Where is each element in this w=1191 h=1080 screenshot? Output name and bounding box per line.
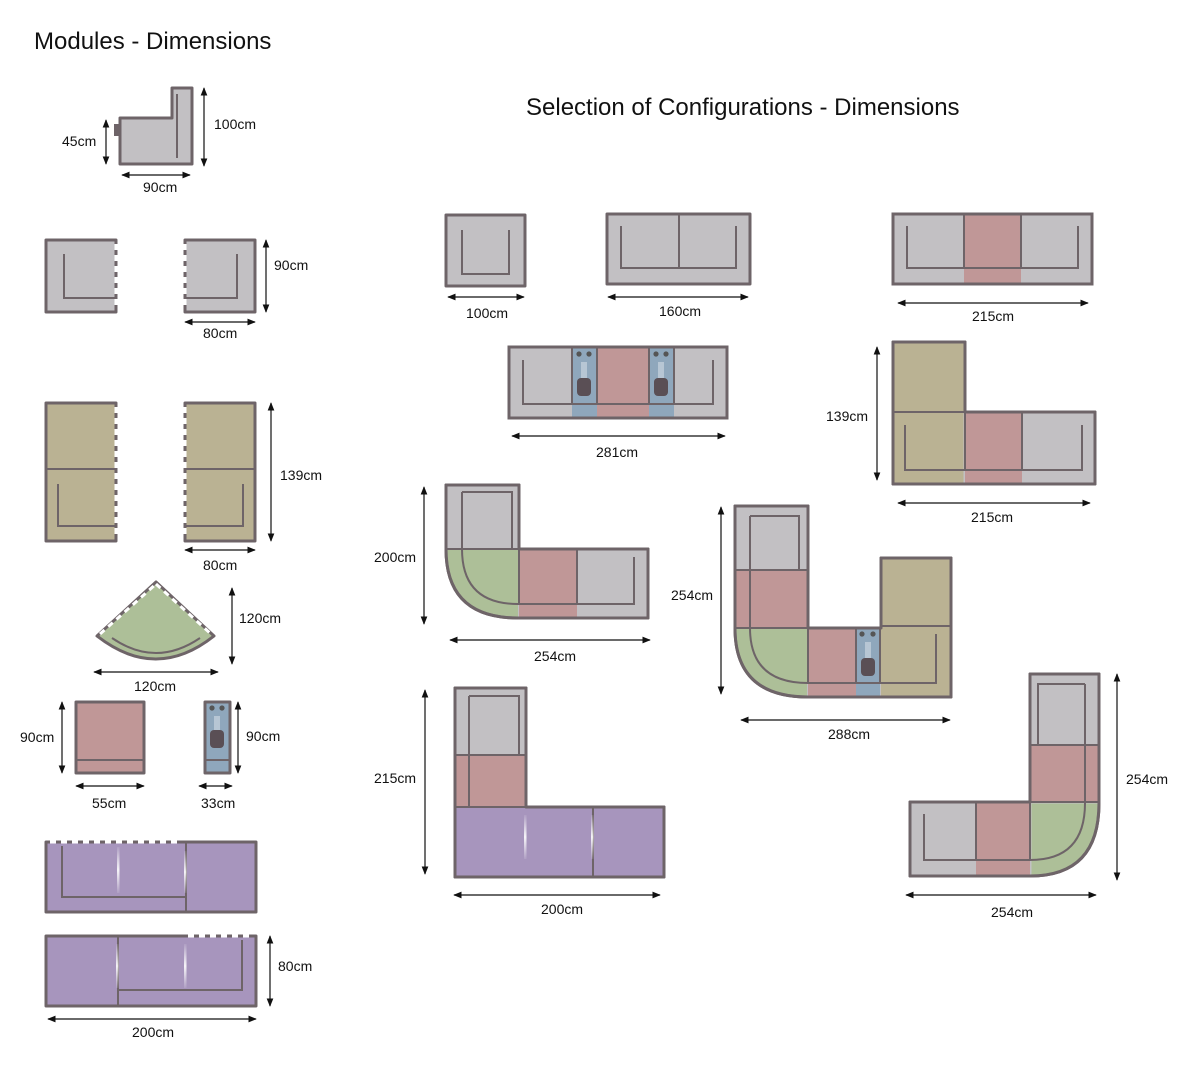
config-chaise-sofa-dimensions: 139cm 215cm xyxy=(826,346,1091,525)
module-chaise-right xyxy=(183,401,257,543)
dim-wedge-depth: 120cm xyxy=(239,610,281,626)
module-corner-wedge-dimensions: 120cm 120cm xyxy=(93,587,281,694)
dim-chaise-sofa-width: 215cm xyxy=(971,509,1013,525)
config-three-seater-dimensions: 215cm xyxy=(897,299,1089,324)
config-curved-right xyxy=(908,672,1101,878)
dim-curved-small-depth: 200cm xyxy=(374,549,416,565)
module-chaise-dimensions: 139cm 80cm xyxy=(184,402,322,573)
dim-lounger-corner-width: 200cm xyxy=(541,901,583,917)
module-armchair-dimensions: 90cm 80cm xyxy=(184,239,308,341)
module-middle-seat-dimensions: 90cm 55cm xyxy=(20,701,145,811)
dim-lounger-corner-depth: 215cm xyxy=(374,770,416,786)
dim-console-depth: 90cm xyxy=(246,728,280,744)
dim-chaise-length: 139cm xyxy=(280,467,322,483)
config-curved-large-dimensions: 254cm 288cm xyxy=(671,506,951,742)
dim-curved-right-width: 254cm xyxy=(991,904,1033,920)
dim-chaise-sofa-depth: 139cm xyxy=(826,408,868,424)
module-lounger-top xyxy=(44,840,258,914)
dim-lounger-depth: 80cm xyxy=(278,958,312,974)
dim-curved-right-depth: 254cm xyxy=(1126,771,1168,787)
dim-console-width: 33cm xyxy=(201,795,235,811)
config-console-sofa xyxy=(507,345,729,420)
dim-armchair-width: 80cm xyxy=(203,325,237,341)
module-console-dimensions: 90cm 33cm xyxy=(198,701,280,811)
config-chair xyxy=(444,213,527,288)
config-lounger-corner-dimensions: 215cm 200cm xyxy=(374,689,661,917)
dim-middle-width: 55cm xyxy=(92,795,126,811)
module-armchair-left xyxy=(44,238,118,314)
config-two-seater-dimensions: 160cm xyxy=(607,293,749,319)
dim-curved-large-depth: 254cm xyxy=(671,587,713,603)
module-lounger-dimensions: 80cm 200cm xyxy=(47,935,312,1040)
module-armchair-right xyxy=(183,238,257,314)
module-console xyxy=(203,700,232,775)
module-lounger-bottom xyxy=(44,934,258,1008)
dim-chaise-width: 80cm xyxy=(203,557,237,573)
module-corner-wedge xyxy=(95,580,216,661)
dim-curved-large-width: 288cm xyxy=(828,726,870,742)
config-chaise-sofa xyxy=(891,340,1097,486)
dim-corner-width: 90cm xyxy=(143,179,177,195)
module-corner-dimensions: 100cm 45cm 90cm xyxy=(62,87,256,195)
module-corner xyxy=(114,86,194,166)
module-chaise-left xyxy=(44,401,118,543)
dim-lounger-width: 200cm xyxy=(132,1024,174,1040)
config-console-sofa-dimensions: 281cm xyxy=(511,432,726,460)
config-curved-small-dimensions: 200cm 254cm xyxy=(374,486,651,664)
dim-corner-height: 100cm xyxy=(214,116,256,132)
dim-three-seater-width: 215cm xyxy=(972,308,1014,324)
dim-corner-seat: 45cm xyxy=(62,133,96,149)
config-two-seater xyxy=(605,212,752,286)
config-three-seater xyxy=(891,212,1094,286)
config-curved-small xyxy=(444,483,650,620)
dim-two-seater-width: 160cm xyxy=(659,303,701,319)
dim-chair-width: 100cm xyxy=(466,305,508,321)
configurations-heading: Selection of Configurations - Dimensions xyxy=(526,94,960,121)
config-chair-dimensions: 100cm xyxy=(447,293,525,321)
config-curved-right-dimensions: 254cm 254cm xyxy=(905,673,1168,920)
dim-middle-depth: 90cm xyxy=(20,729,54,745)
dim-armchair-depth: 90cm xyxy=(274,257,308,273)
dim-console-sofa-width: 281cm xyxy=(596,444,638,460)
dim-wedge-width: 120cm xyxy=(134,678,176,694)
dim-curved-small-width: 254cm xyxy=(534,648,576,664)
modules-heading: Modules - Dimensions xyxy=(34,28,272,55)
module-middle-seat xyxy=(74,700,146,775)
config-lounger-corner xyxy=(453,686,666,879)
config-curved-large xyxy=(733,504,953,699)
